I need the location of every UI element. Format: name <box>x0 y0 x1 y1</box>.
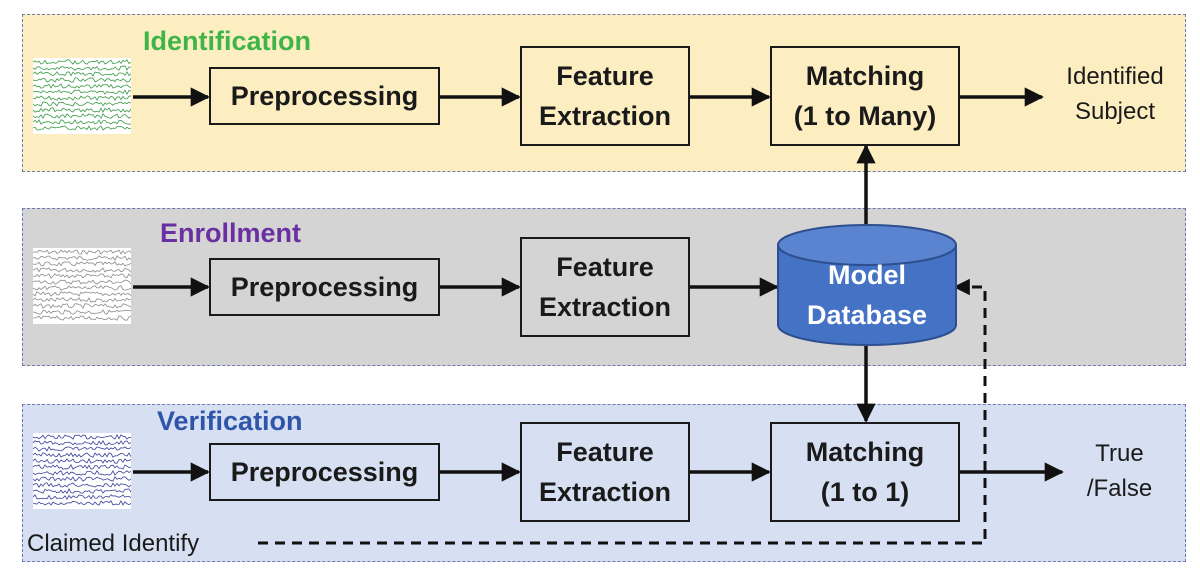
model-database-label: Model Database <box>806 260 928 330</box>
eeg-trace <box>33 439 131 446</box>
eeg-trace <box>33 433 131 440</box>
eeg-trace <box>33 89 131 95</box>
eeg-trace <box>33 315 131 321</box>
identified-subject-output: Identified Subject <box>1066 63 1164 125</box>
eeg-trace <box>33 297 131 303</box>
eeg-trace <box>33 101 131 107</box>
identification-feature-extraction-box: Feature Extraction <box>520 46 690 146</box>
enrollment-title: Enrollment <box>160 218 302 248</box>
eeg-trace <box>33 119 131 125</box>
eeg-trace <box>33 452 131 458</box>
claimed-identify-label: Claimed Identify <box>27 530 200 557</box>
eeg-trace <box>33 482 131 488</box>
eeg-signal-icon <box>33 58 131 134</box>
eeg-trace <box>33 279 131 285</box>
eeg-trace <box>33 500 131 506</box>
identification-preprocessing-box: Preprocessing <box>209 67 440 125</box>
eeg-trace <box>33 445 131 452</box>
eeg-trace <box>33 255 131 261</box>
eeg-trace <box>33 77 131 83</box>
eeg-signal-icon <box>33 248 131 324</box>
eeg-trace <box>33 487 131 494</box>
eeg-trace <box>33 249 131 255</box>
identification-title: Identification <box>143 26 311 56</box>
eeg-trace <box>33 83 131 89</box>
eeg-signal-icon <box>33 433 131 509</box>
verification-feature-extraction-box: Feature Extraction <box>520 422 690 522</box>
eeg-trace <box>33 113 131 120</box>
eeg-trace <box>33 457 131 464</box>
eeg-trace <box>33 291 131 297</box>
eeg-trace <box>33 125 131 131</box>
eeg-trace <box>33 470 131 476</box>
enrollment-feature-extraction-box: Feature Extraction <box>520 237 690 337</box>
enrollment-preprocessing-box: Preprocessing <box>209 258 440 316</box>
eeg-trace <box>33 267 131 273</box>
eeg-trace <box>33 309 131 315</box>
eeg-trace <box>33 65 131 71</box>
eeg-trace <box>33 463 131 470</box>
eeg-trace <box>33 107 131 113</box>
verification-matching-box: Matching (1 to 1) <box>770 422 960 522</box>
identification-matching-box: Matching (1 to Many) <box>770 46 960 146</box>
eeg-trace <box>33 59 131 65</box>
eeg-trace <box>33 285 131 291</box>
true-false-output: True /False <box>1086 440 1153 502</box>
eeg-trace <box>33 95 131 101</box>
verification-preprocessing-box: Preprocessing <box>209 443 440 501</box>
eeg-trace <box>33 303 131 310</box>
eeg-background <box>33 58 131 134</box>
eeg-trace <box>33 261 131 267</box>
database-cylinder-icon <box>777 224 957 346</box>
eeg-trace <box>33 476 131 482</box>
eeg-trace <box>33 494 131 501</box>
eeg-trace <box>33 71 131 77</box>
claimed-identity-dashed-arrow <box>258 278 987 545</box>
verification-title: Verification <box>157 406 303 436</box>
eeg-trace <box>33 273 131 279</box>
